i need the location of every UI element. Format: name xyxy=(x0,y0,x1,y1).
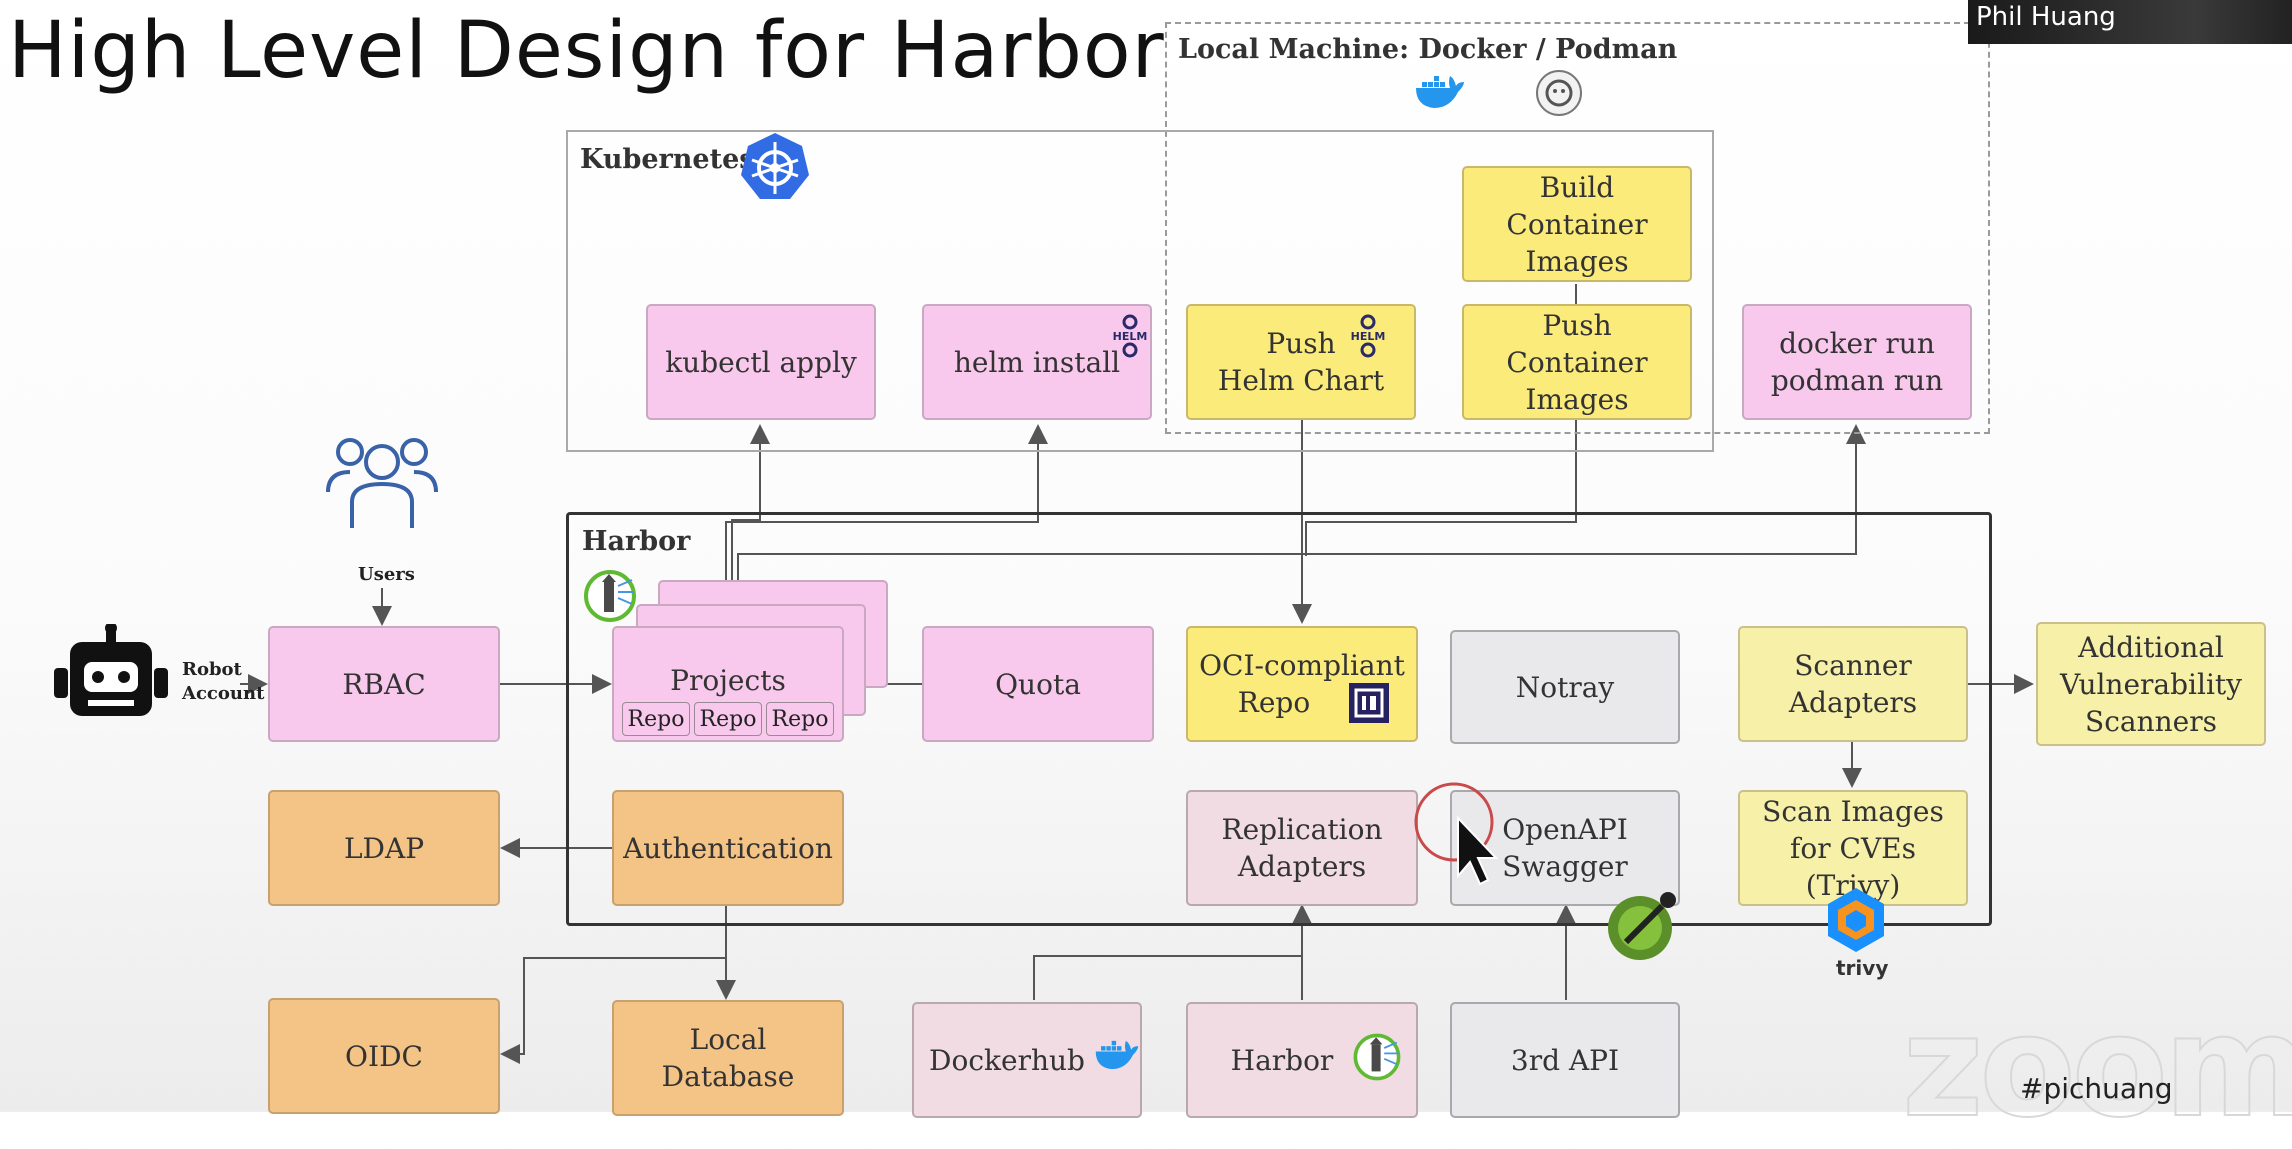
trivy-icon xyxy=(1828,888,1884,952)
harbor-registry-icon xyxy=(1353,1033,1401,1081)
repo-tag: Repo xyxy=(766,702,834,736)
docker-icon xyxy=(1416,76,1464,108)
helm-install-icon: HELM xyxy=(1113,314,1148,358)
svg-text:HELM: HELM xyxy=(1351,330,1386,343)
hashtag-label: #pichuang xyxy=(2020,1072,2173,1105)
oidc-box: OIDC xyxy=(268,998,500,1114)
local-machine-label: Local Machine: Docker / Podman xyxy=(1178,34,1678,65)
notray-box: Notray xyxy=(1450,630,1680,744)
repo-tag: Repo xyxy=(694,702,762,736)
repo-tag: Repo xyxy=(622,702,690,736)
harbor-registry-box: Harbor xyxy=(1186,1002,1418,1118)
helm-install-box: helm install xyxy=(922,304,1152,420)
authentication-box: Authentication xyxy=(612,790,844,906)
oci-icon xyxy=(1349,683,1389,723)
ldap-box: LDAP xyxy=(268,790,500,906)
svg-text:HELM: HELM xyxy=(1113,330,1148,343)
cursor-pointer-icon xyxy=(1414,782,1499,886)
swagger-icon xyxy=(1608,892,1676,960)
harbor-logo-icon xyxy=(584,570,636,622)
harbor-group xyxy=(566,512,1992,926)
zoom-watermark: zoom xyxy=(1901,985,2292,1149)
harbor-label: Harbor xyxy=(582,526,691,557)
helm-icon: HELM xyxy=(1351,314,1386,358)
quota-box: Quota xyxy=(922,626,1154,742)
connector-lines xyxy=(240,284,2034,1064)
rbac-box: RBAC xyxy=(268,626,500,742)
page-title: High Level Design for Harbor xyxy=(8,6,1165,96)
speaker-name: Phil Huang xyxy=(1976,2,2116,32)
dockerhub-icon xyxy=(1095,1040,1139,1070)
third-api-box: 3rd API xyxy=(1450,1002,1680,1118)
kubernetes-label: Kubernetes xyxy=(580,144,755,175)
local-machine-group xyxy=(1165,22,1990,434)
speaker-video-tile: Phil Huang xyxy=(1968,0,2292,44)
users-label: Users xyxy=(358,564,415,585)
kubectl-apply-box: kubectl apply xyxy=(646,304,876,420)
podman-icon xyxy=(1536,70,1582,116)
users-icon xyxy=(326,438,438,528)
trivy-label: trivy xyxy=(1836,956,1889,980)
robot-icon xyxy=(54,624,168,716)
kubernetes-icon xyxy=(741,133,809,199)
kubernetes-group xyxy=(566,130,1714,452)
